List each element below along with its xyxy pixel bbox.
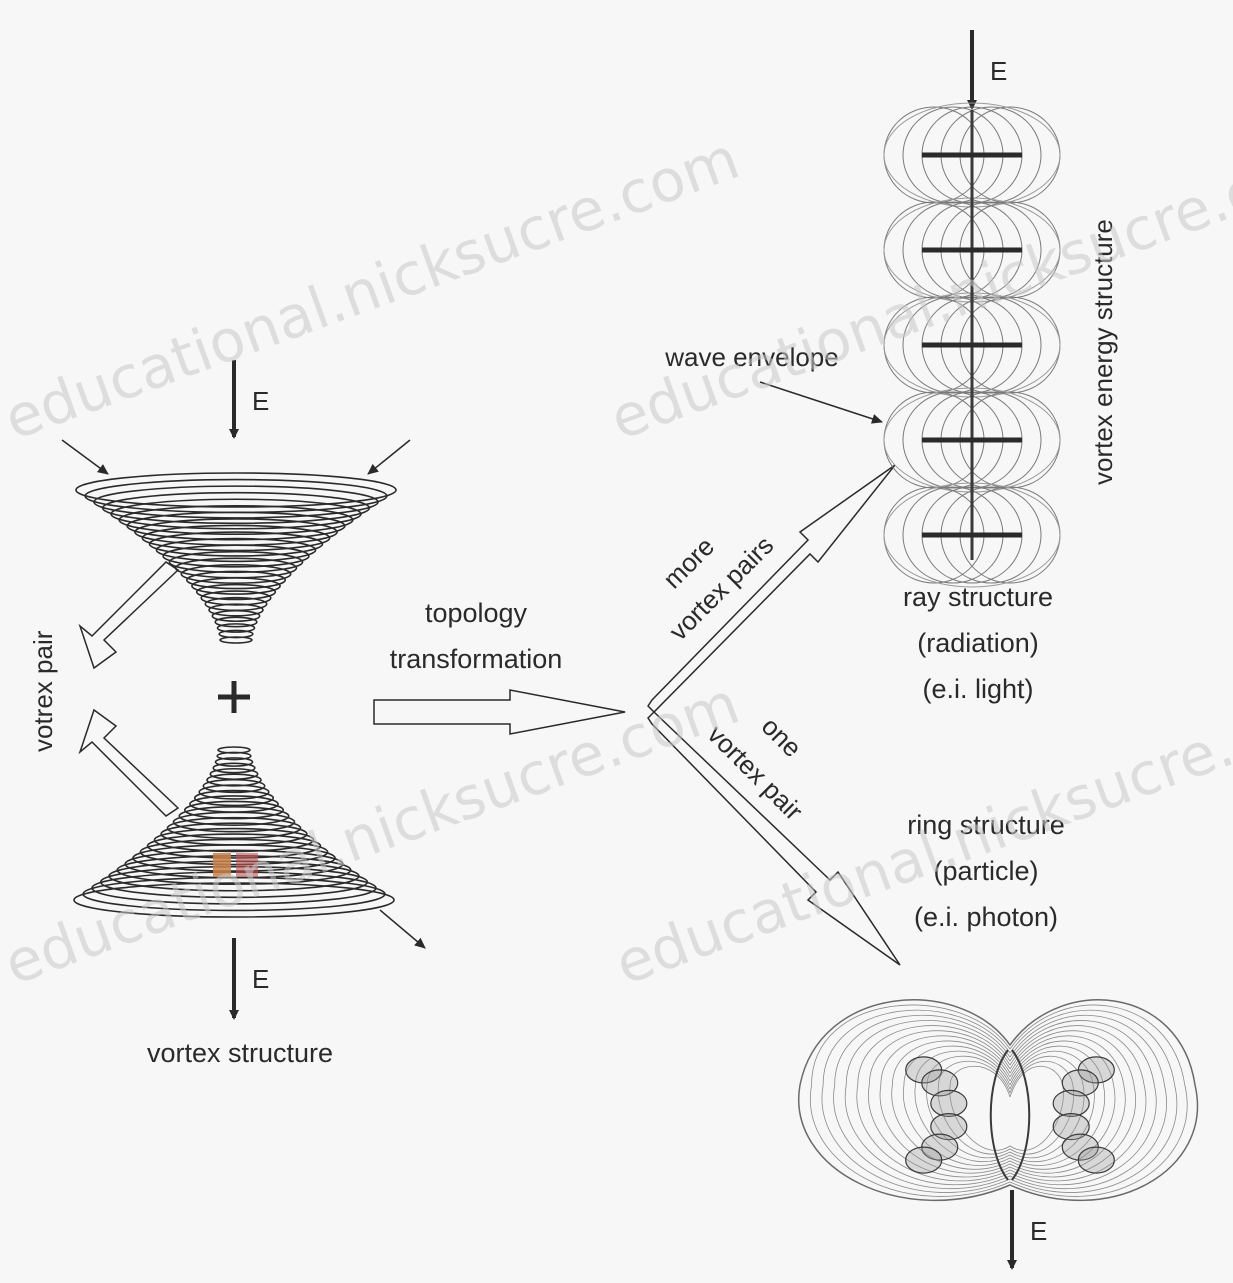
- upper-vortex-funnel: [76, 473, 396, 643]
- torus-particle: [799, 1000, 1198, 1201]
- inflow-arrow-right: [368, 440, 410, 474]
- energy-label-ring: E: [1030, 1216, 1047, 1246]
- plus-sign: [218, 681, 250, 713]
- torus-inner-vortices: [906, 1050, 1115, 1180]
- energy-label-ray: E: [990, 56, 1007, 86]
- more-vortex-pairs-arrow: [648, 465, 895, 712]
- energy-label-top: E: [252, 386, 269, 416]
- topology-label-line2: transformation: [390, 644, 563, 674]
- vortex-pair-arrow-lower: [80, 710, 178, 816]
- energy-label-bottom: E: [252, 964, 269, 994]
- vortex-pair-label: votrex pair: [28, 630, 58, 752]
- inflow-arrow-left: [62, 440, 108, 474]
- ray-label-line2: (radiation): [917, 628, 1039, 658]
- one-label-line1: one: [756, 711, 808, 763]
- vortex-structure-label: vortex structure: [147, 1038, 333, 1068]
- ring-label-line3: (e.i. photon): [914, 902, 1058, 932]
- ray-label-line3: (e.i. light): [922, 674, 1033, 704]
- topology-label-line1: topology: [425, 598, 528, 628]
- ray-label-line1: ray structure: [903, 582, 1053, 612]
- outflow-arrow-right: [380, 910, 425, 948]
- vortex-pair-arrow-upper: [80, 562, 178, 668]
